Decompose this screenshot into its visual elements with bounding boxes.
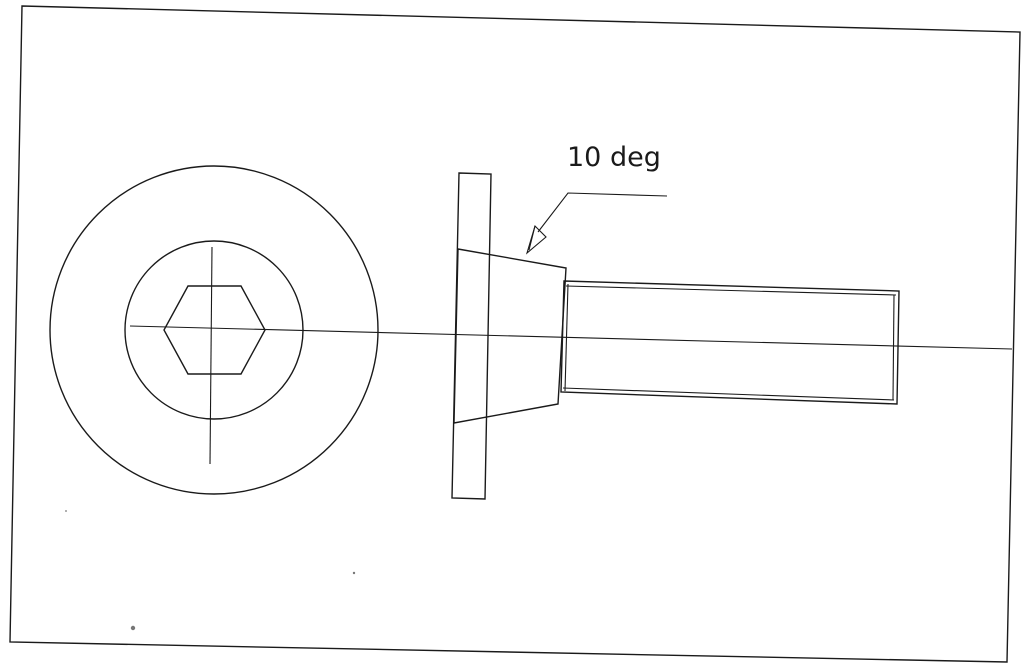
horizontal-centerline [129, 325, 1013, 350]
shank-top-edge-inner [565, 285, 897, 296]
scan-speck [352, 571, 356, 575]
drawing-border [9, 5, 1021, 663]
angle-annotation: 10 deg [525, 142, 668, 255]
scan-speck [130, 625, 136, 631]
scan-speck [65, 510, 67, 512]
side-view [451, 172, 900, 500]
leader-arrow-spine [528, 225, 536, 251]
leader-line [537, 192, 668, 233]
leader-arrow-icon [525, 224, 547, 255]
shank-end-inner [892, 294, 895, 401]
shank-bottom-edge-inner [562, 387, 895, 401]
head-outer-circle [49, 165, 379, 495]
end-view-vertical-centerline [209, 246, 213, 465]
hex-socket-icon [163, 285, 266, 375]
end-view [49, 165, 379, 495]
tapered-head [453, 248, 567, 424]
screw-shank [560, 280, 900, 405]
angle-label: 10 deg [567, 142, 661, 173]
washer-plate [451, 172, 492, 500]
shank-start-inner [564, 283, 569, 392]
